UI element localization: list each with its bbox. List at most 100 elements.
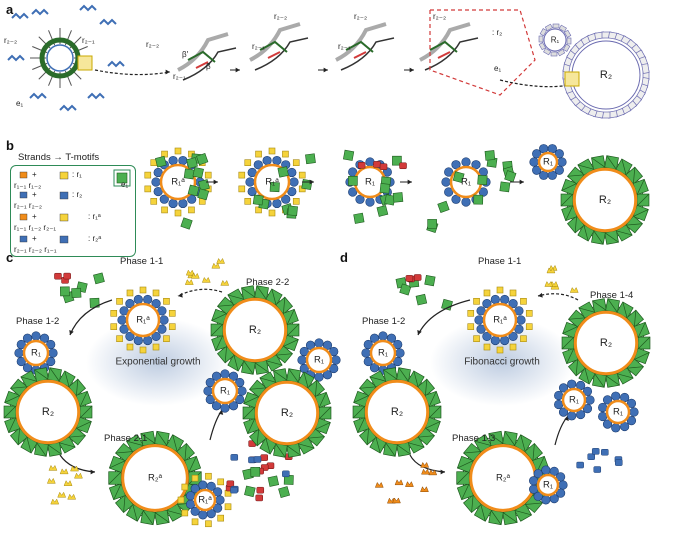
b-ring2-yellow <box>268 209 276 217</box>
c-R1a-ring-motif <box>133 294 143 305</box>
d-R2a-ring-motif <box>473 503 493 522</box>
d-scatter-yellow-top <box>548 264 558 271</box>
c-R1a-small-yellow <box>191 518 199 526</box>
c-R2-right-ring-motif <box>243 391 260 409</box>
b-ring2-yellow <box>298 171 306 179</box>
a-sketch4-red <box>437 51 451 59</box>
b-ring3-motif <box>348 187 358 197</box>
c-R1-right-ring-motif <box>322 370 333 380</box>
c-R1-left: R₁ <box>30 347 42 359</box>
legend-icon <box>19 191 28 199</box>
c-R2-left-ring-motif <box>75 416 92 434</box>
d-R1-bottom-ring-inner <box>536 473 560 497</box>
d-R1-left-ring-motif <box>363 356 373 367</box>
d-R1-left-ring-motif <box>363 339 373 350</box>
d-R1-right-a-ring-motif <box>554 399 564 410</box>
b-arrow1-head <box>213 179 218 185</box>
b-big-R2-ring-motif <box>560 193 574 207</box>
b-ring1-motif <box>178 155 188 166</box>
c-R1a-ring-motif <box>151 298 161 309</box>
c-R2-right-ring-motif <box>273 443 288 458</box>
d-R1-right-b: R₁ <box>612 406 624 418</box>
a-arrow4-head <box>409 67 414 73</box>
b-ring2-yellow <box>244 159 252 166</box>
b-ring2-motif <box>272 155 282 166</box>
b-scatter-green2 <box>287 205 298 217</box>
b-ring2-yellow <box>238 185 246 193</box>
label-beta: β <box>206 62 211 71</box>
a-strand <box>29 92 47 100</box>
c-R1-left-ring-motif <box>31 331 41 341</box>
a-R1-tick <box>552 23 560 29</box>
b-big-R2: R₂ <box>598 194 612 206</box>
c-R1a-small-yellow <box>181 483 189 491</box>
a-red-box <box>429 9 536 96</box>
d-R1-left-ring-motif <box>369 363 380 373</box>
c-R2a-ring-motif <box>184 455 202 473</box>
b-scatter-green3 <box>376 205 389 217</box>
a-strand <box>11 12 29 20</box>
c-R2-left-ring-motif <box>47 442 62 457</box>
d-ah1 <box>417 330 422 335</box>
b-small-R1-ring-motif <box>557 157 567 167</box>
c-scatter-blue-br <box>230 454 239 461</box>
d-R2-left-ring-motif <box>428 405 442 419</box>
b-scatter-green4 <box>499 181 511 193</box>
b-ring2-label: R₁ᵃ <box>265 176 279 188</box>
c-R1a-ring-motif <box>159 315 169 325</box>
b-big-R2-ring-motif <box>591 155 606 170</box>
b-ring1-yellow <box>188 206 195 214</box>
c-R2-right-ring-motif <box>259 437 277 455</box>
c-R1a-ring-yellow <box>139 346 147 354</box>
b-ring4-motif <box>461 197 471 207</box>
b-ring1-yellow <box>174 147 182 155</box>
c-R2-left-ring-motif <box>4 390 21 408</box>
d-R1a-ring-yellow <box>473 335 480 343</box>
d-R1-left-ring-motif <box>378 331 388 341</box>
d-scatter-orange-bl <box>394 479 404 486</box>
d-R1a-ring-motif <box>508 298 518 309</box>
c-R2a-ring-motif <box>154 430 170 447</box>
b-ring1-motif <box>168 198 178 209</box>
legend-icon <box>19 235 28 243</box>
c-R1-right-ring-motif <box>297 355 307 365</box>
c-R1a-ring-yellow <box>163 297 170 305</box>
d-scatter-blue-br <box>614 459 623 466</box>
b-scatter-red3 <box>373 161 381 168</box>
d-R1-right-a-ring-inner <box>561 387 587 413</box>
d-R1-left-ring-motif <box>393 356 403 367</box>
d-R1a-label: R₁ᵃ <box>493 314 507 326</box>
d-scatter-orange-bl <box>421 468 430 475</box>
c-R2-left-ring-motif <box>3 405 17 419</box>
b-scatter-green3 <box>353 212 365 224</box>
d-R1a-ring-yellow <box>483 289 491 297</box>
c-R2-right-ring-motif <box>242 406 256 420</box>
c-R2-left-ring-motif <box>34 442 49 457</box>
c-scatter-green-br <box>278 486 291 498</box>
a-sketch2-green <box>259 40 288 53</box>
d-R1-right-b-ring-motif <box>626 398 637 408</box>
c-scatter-yellow-top <box>184 279 194 285</box>
c-R2-right-ring-motif <box>273 368 288 383</box>
a-R2-tick <box>641 63 650 74</box>
c-R2-topright-ring-inner <box>222 297 288 363</box>
c-R1-right-ring-motif <box>305 340 316 350</box>
c-R2-right-ring-motif <box>286 443 301 458</box>
d-R1-right-b-ring-motif <box>629 407 639 417</box>
d-R1-right-b-ring-motif <box>611 423 621 433</box>
label-r22-a5: r₂₋₂ <box>433 12 447 21</box>
legend-icon <box>59 235 69 244</box>
label-r22-a4: r₂₋₂ <box>354 12 368 21</box>
legend-icon <box>19 213 28 221</box>
d-R1a-ring-yellow <box>509 343 517 351</box>
d-scatter-orange-bl <box>374 481 384 488</box>
c-R2a-ring-motif <box>108 471 122 485</box>
a-star-inner <box>46 44 74 72</box>
c-R1a-small-inner <box>193 488 217 512</box>
c-R1a-ring-motif <box>125 298 135 309</box>
c-scatter-green-top <box>60 286 70 297</box>
c-scatter-blue-br <box>282 470 290 478</box>
d-R2a-ring-motif <box>513 503 533 522</box>
c-scatter-yellow-bl <box>70 465 79 472</box>
